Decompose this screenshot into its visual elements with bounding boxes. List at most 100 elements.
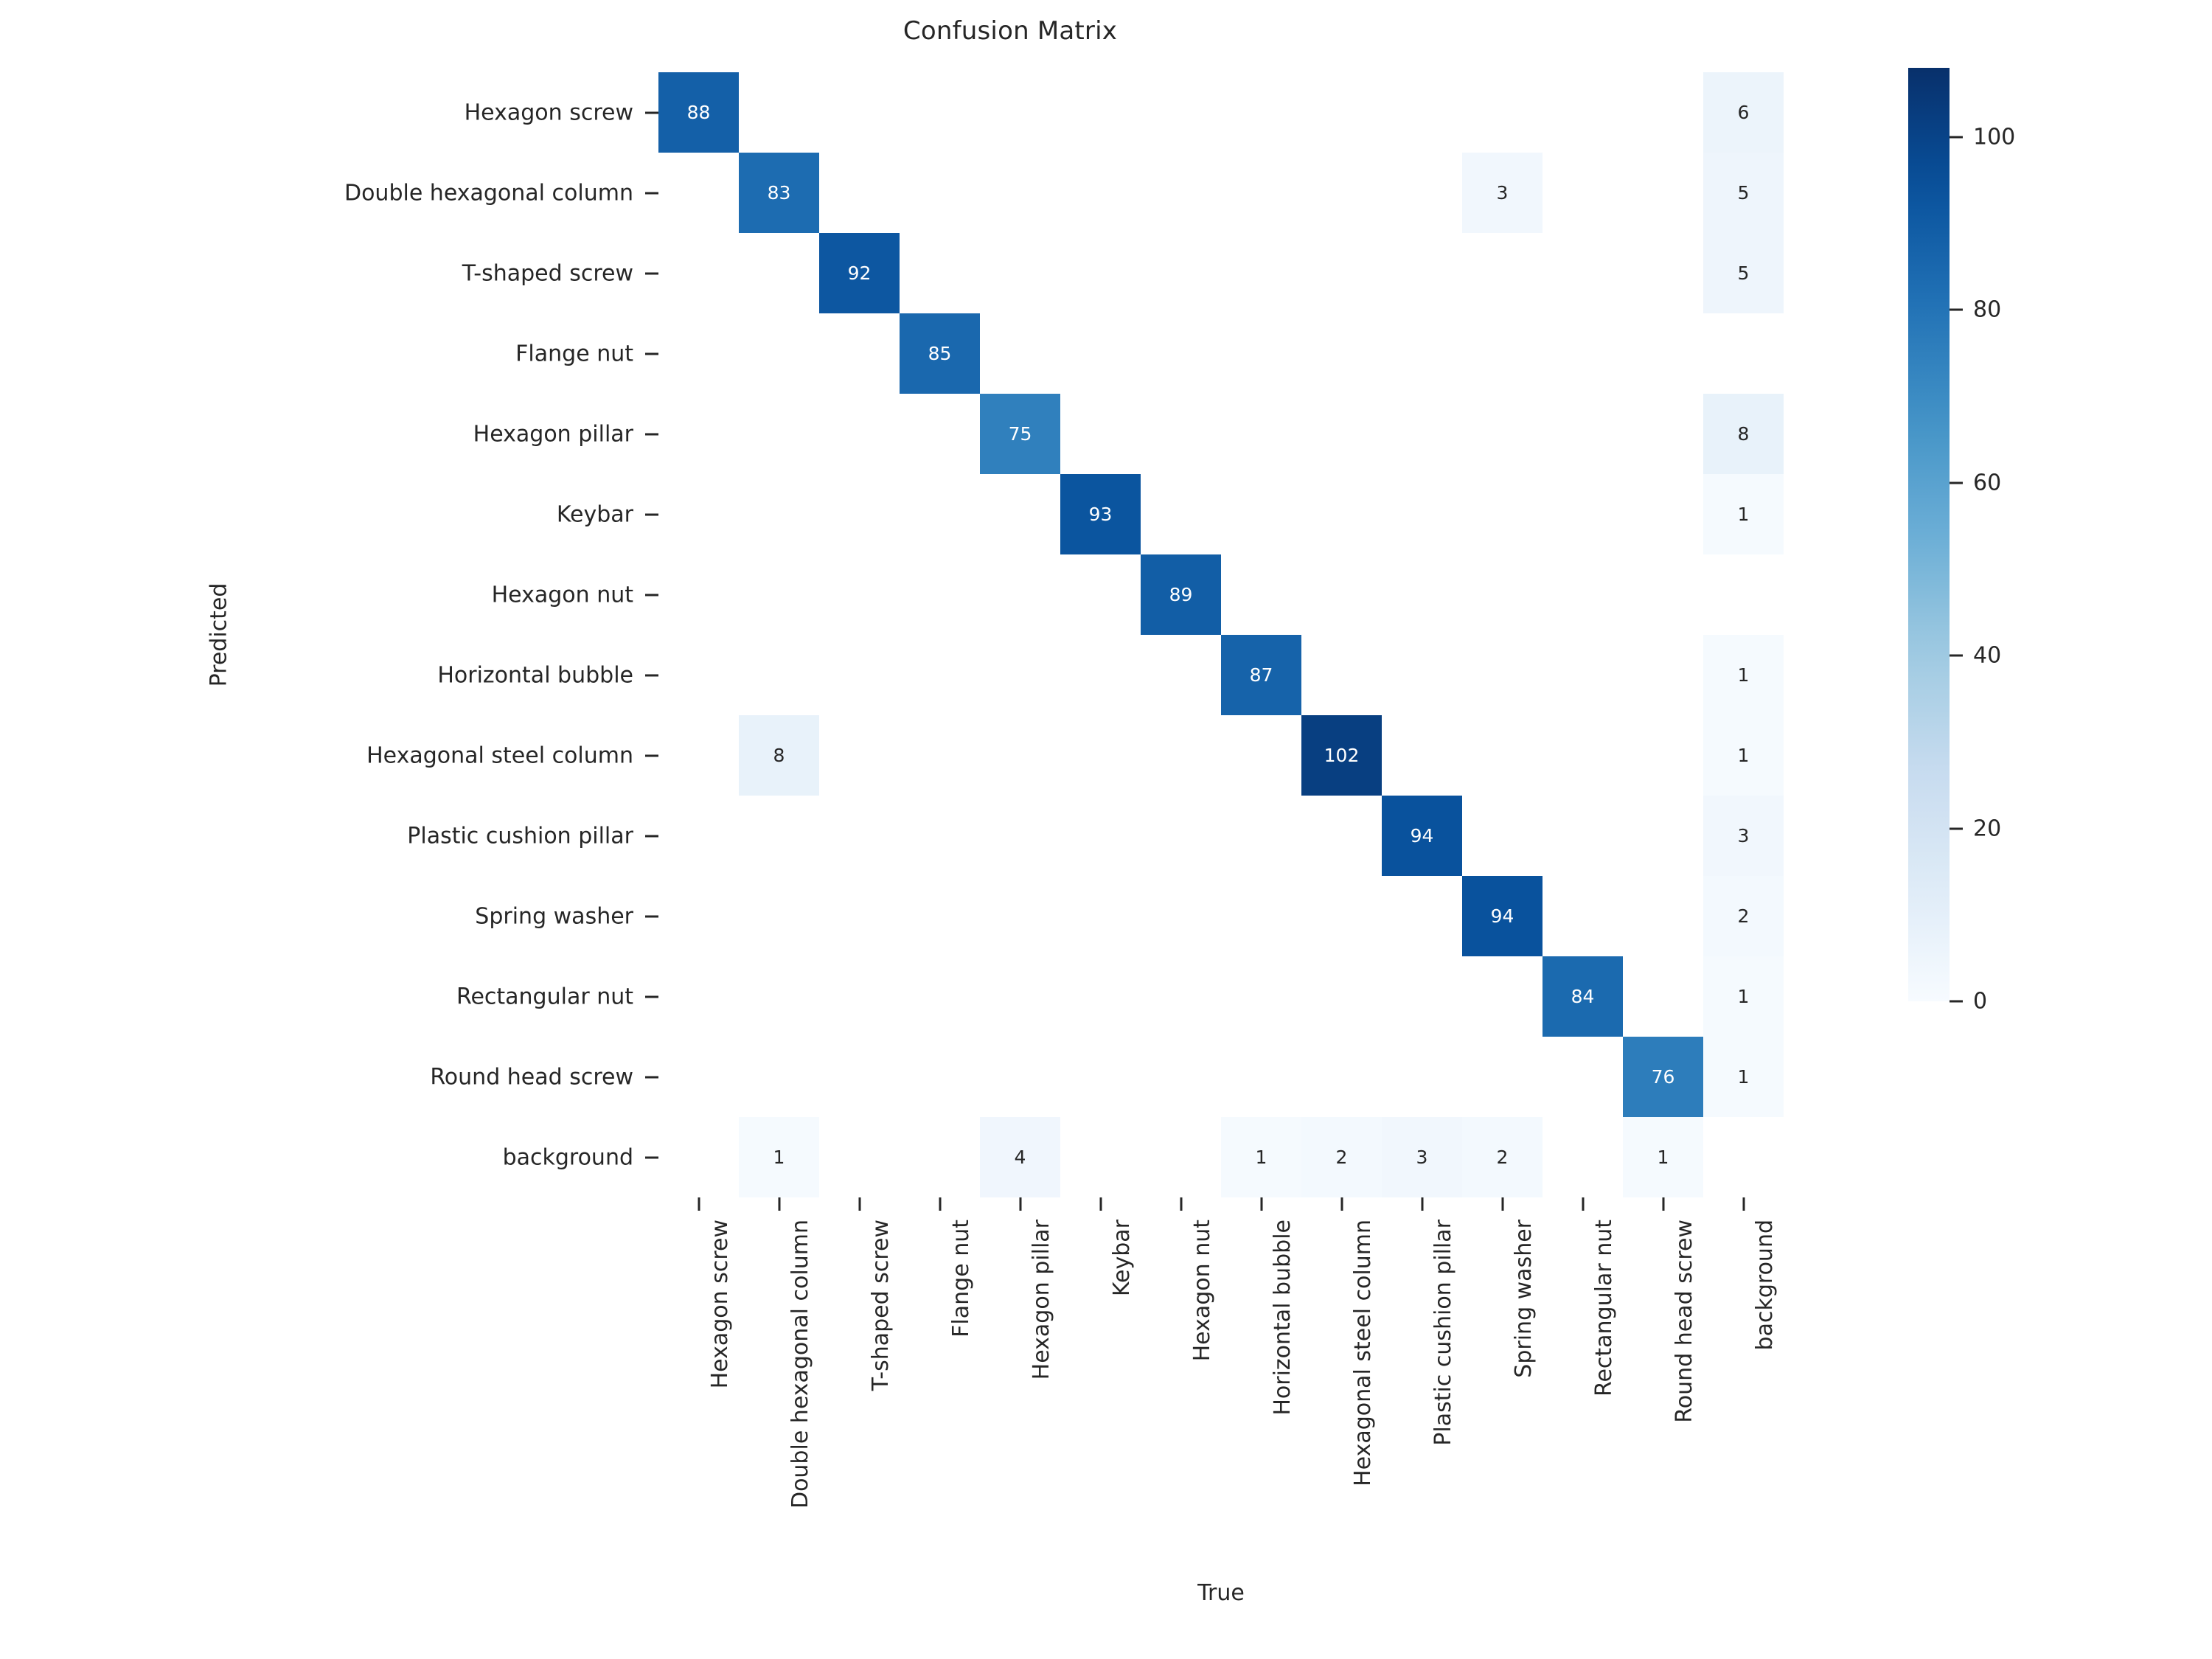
- heatmap-cell: [658, 715, 739, 796]
- heatmap-cell: 1: [1703, 635, 1784, 715]
- heatmap-cell: 1: [1703, 956, 1784, 1037]
- heatmap-cell: [1060, 394, 1141, 474]
- y-tick-label: Double hexagonal column: [344, 180, 633, 206]
- heatmap-cell: 5: [1703, 233, 1784, 313]
- heatmap-cell: [1382, 876, 1462, 956]
- heatmap-cell: [980, 313, 1060, 394]
- heatmap-cell: 5: [1703, 153, 1784, 233]
- heatmap-cell: [1221, 956, 1301, 1037]
- heatmap-cell: [1703, 554, 1784, 635]
- heatmap-cell: [980, 72, 1060, 153]
- heatmap-cell: [1221, 474, 1301, 554]
- heatmap-cell: [900, 1117, 980, 1197]
- heatmap-cell: [1141, 796, 1221, 876]
- x-tick-label: Flange nut: [947, 1220, 974, 1338]
- heatmap-cell: [1462, 715, 1543, 796]
- x-axis-label: True: [1197, 1580, 1245, 1606]
- heatmap-cell: [819, 1037, 900, 1117]
- heatmap-cell: 102: [1301, 715, 1382, 796]
- heatmap-cell: [1382, 233, 1462, 313]
- heatmap-cell: [1301, 394, 1382, 474]
- heatmap-cell-value: 2: [1737, 905, 1750, 927]
- y-axis-label: Predicted: [206, 582, 232, 687]
- colorbar-gradient: [1908, 68, 1950, 1001]
- heatmap-cell: [1060, 956, 1141, 1037]
- heatmap-cell: [739, 72, 819, 153]
- heatmap-cell: 93: [1060, 474, 1141, 554]
- heatmap-cell: [1623, 474, 1703, 554]
- heatmap-cell: [739, 956, 819, 1037]
- x-tick-label: Plastic cushion pillar: [1430, 1220, 1456, 1446]
- heatmap-cell-value: 1: [1737, 1066, 1750, 1088]
- heatmap-cell: 92: [819, 233, 900, 313]
- heatmap-cell: [1060, 153, 1141, 233]
- heatmap-cell: [1221, 313, 1301, 394]
- heatmap-cell: [900, 233, 980, 313]
- heatmap-cell: [1462, 1037, 1543, 1117]
- y-tick-mark: [645, 513, 658, 515]
- heatmap-cell: 94: [1462, 876, 1543, 956]
- heatmap-cell: [658, 394, 739, 474]
- heatmap-cell-value: 93: [1088, 504, 1113, 525]
- x-tick-label: Keybar: [1108, 1220, 1135, 1297]
- heatmap-cell: [1462, 72, 1543, 153]
- heatmap-cell-value: 76: [1651, 1066, 1675, 1088]
- x-tick-mark: [858, 1197, 860, 1211]
- x-tick-mark: [1501, 1197, 1503, 1211]
- colorbar[interactable]: [1908, 68, 1950, 1001]
- heatmap-cell: [1462, 796, 1543, 876]
- heatmap-cell: [1623, 233, 1703, 313]
- heatmap-cell: [1543, 72, 1623, 153]
- heatmap-cell: [1543, 635, 1623, 715]
- heatmap-cell: [1623, 876, 1703, 956]
- heatmap-cell: [1141, 1037, 1221, 1117]
- heatmap-cell: [1462, 956, 1543, 1037]
- x-tick-mark: [1421, 1197, 1423, 1211]
- heatmap-cell: [1060, 876, 1141, 956]
- heatmap-cell-value: 89: [1169, 584, 1193, 605]
- heatmap-cell: [980, 554, 1060, 635]
- heatmap-cell-value: 1: [1737, 664, 1750, 686]
- heatmap-cell-value: 83: [767, 182, 791, 204]
- heatmap-cell: [900, 153, 980, 233]
- y-tick-label: Spring washer: [475, 903, 633, 929]
- heatmap-cell-value: 4: [1014, 1147, 1026, 1168]
- heatmap-cell: [739, 1037, 819, 1117]
- heatmap-cell: [1382, 1037, 1462, 1117]
- heatmap-cell: [980, 1037, 1060, 1117]
- heatmap-cell: [1703, 1117, 1784, 1197]
- heatmap-cell: [980, 876, 1060, 956]
- heatmap-cell: 3: [1382, 1117, 1462, 1197]
- page-title: Confusion Matrix: [902, 16, 1118, 46]
- colorbar-tick-mark: [1950, 136, 1963, 139]
- heatmap-cell: [1141, 153, 1221, 233]
- heatmap-cell: [1462, 233, 1543, 313]
- y-tick-label: Horizontal bubble: [437, 662, 633, 688]
- heatmap-cell: [739, 313, 819, 394]
- heatmap-cell: [1221, 1037, 1301, 1117]
- y-tick-mark: [645, 754, 658, 757]
- colorbar-tick-mark: [1950, 308, 1963, 311]
- heatmap-cell: [1141, 715, 1221, 796]
- heatmap-cell: [1221, 554, 1301, 635]
- heatmap-cell: [1462, 474, 1543, 554]
- x-tick-label: Hexagon nut: [1189, 1220, 1215, 1362]
- heatmap-cell: [900, 796, 980, 876]
- heatmap-cell: 1: [739, 1117, 819, 1197]
- heatmap-cell: [658, 474, 739, 554]
- heatmap-cell: [1060, 635, 1141, 715]
- x-tick-label: background: [1751, 1220, 1778, 1351]
- heatmap-cell: [658, 313, 739, 394]
- heatmap-cell: [1382, 313, 1462, 394]
- colorbar-tick-label: 0: [1973, 988, 1988, 1015]
- x-tick-mark: [1180, 1197, 1182, 1211]
- heatmap-cell: [980, 474, 1060, 554]
- x-tick-label: Spring washer: [1510, 1220, 1537, 1378]
- heatmap-cell: 89: [1141, 554, 1221, 635]
- heatmap-cell: [1141, 72, 1221, 153]
- heatmap-cell: 6: [1703, 72, 1784, 153]
- heatmap-cell: 88: [658, 72, 739, 153]
- heatmap-cell: 1: [1703, 1037, 1784, 1117]
- heatmap-cell: 83: [739, 153, 819, 233]
- heatmap-cell: [819, 153, 900, 233]
